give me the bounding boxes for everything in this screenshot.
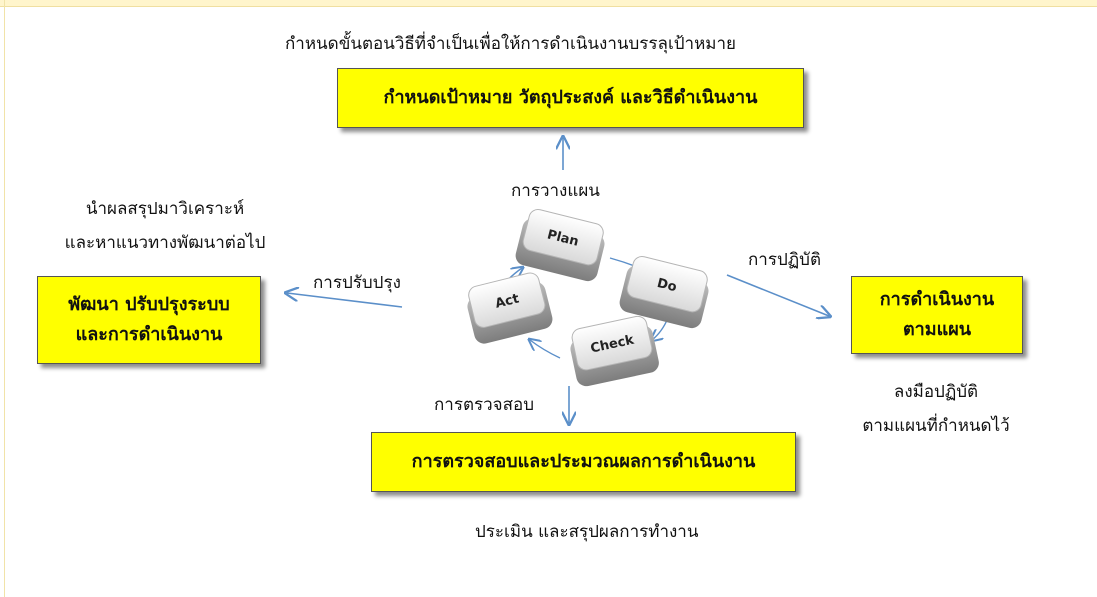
act-key-icon: Act	[467, 272, 553, 344]
check-key-icon: Check	[570, 315, 659, 387]
do-label: การปฏิบัติ	[748, 250, 822, 270]
top-border	[0, 0, 1097, 7]
check-caption: ประเมิน และสรุปผลการทำงาน	[475, 522, 699, 542]
check-label: การตรวจสอบ	[434, 395, 535, 415]
check-box-text: การตรวจสอบและประมวณผลการดำเนินงาน	[411, 451, 756, 472]
do-caption-line-2: ตามแผนที่กำหนดไว้	[862, 416, 1010, 436]
act-box-line-2: และการดำเนินงาน	[75, 324, 223, 345]
act-caption-line-2: และหาแนวทางพัฒนาต่อไป	[64, 233, 266, 253]
plan-caption: กำหนดขั้นตอนวิธีที่จำเป็นเพื่อให้การดำเน…	[285, 34, 737, 54]
act-box: พัฒนา ปรับปรุงระบบ และการดำเนินงาน	[37, 276, 261, 364]
act-box-line-1: พัฒนา ปรับปรุงระบบ	[68, 294, 230, 315]
act-label: การปรับปรุง	[313, 273, 401, 293]
arrow-check-to-act	[530, 340, 561, 359]
arrow-to-do	[726, 274, 829, 316]
do-box-line-2: ตามแผน	[902, 319, 972, 340]
act-caption-line-1: นำผลสรุปมาวิเคราะห์	[85, 199, 245, 219]
left-border	[4, 0, 5, 597]
act-key-label: Act	[494, 291, 521, 311]
plan-label: การวางแผน	[511, 181, 600, 201]
plan-key-icon: Plan	[515, 208, 605, 282]
check-box: การตรวจสอบและประมวณผลการดำเนินงาน	[371, 432, 796, 492]
do-key-label: Do	[655, 276, 678, 295]
do-key-icon: Do	[619, 255, 709, 329]
arrow-to-act	[287, 293, 403, 308]
do-caption-line-1: ลงมือปฏิบัติ	[893, 382, 979, 402]
do-box-line-1: การดำเนินงาน	[879, 289, 995, 310]
plan-box: กำหนดเป้าหมาย วัตถุประสงค์ และวิธีดำเนิน…	[337, 68, 804, 128]
do-box: การดำเนินงาน ตามแผน	[851, 276, 1023, 354]
plan-box-text: กำหนดเป้าหมาย วัตถุประสงค์ และวิธีดำเนิน…	[383, 87, 758, 108]
